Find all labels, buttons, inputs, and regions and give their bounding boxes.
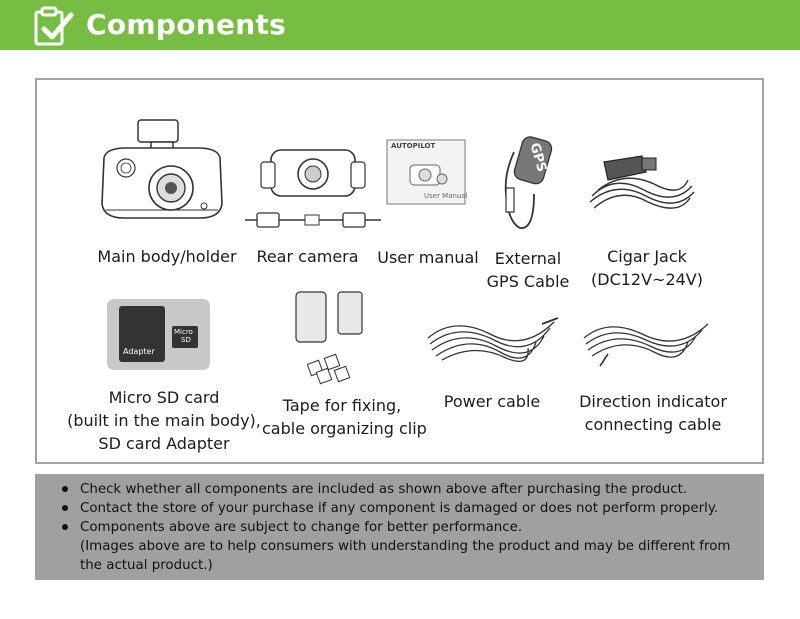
note-item: Components above are subject to change f… xyxy=(62,518,764,537)
user-manual-brand: AUTOPILOT xyxy=(391,142,436,150)
power-cable-label: Power cable xyxy=(443,392,541,411)
bullet-icon xyxy=(62,524,68,530)
note-item: Check whether all components are include… xyxy=(62,480,764,499)
main-body-holder-image xyxy=(101,119,223,219)
user-manual-cover-text: User Manual xyxy=(424,192,468,200)
notes-list: Check whether all components are include… xyxy=(35,474,764,537)
micro-sd-card-label: Micro SD card (built in the main body), … xyxy=(67,388,261,453)
tape-label: Tape for fixing, cable organizing clip xyxy=(262,396,427,438)
direction-indicator-cable-label: Direction indicator connecting cable xyxy=(579,392,727,434)
bullet-icon xyxy=(62,486,68,492)
micro-text: Micro xyxy=(174,328,193,336)
rear-camera-image xyxy=(245,149,381,228)
notes-panel: Check whether all components are include… xyxy=(35,474,764,580)
tape-image xyxy=(295,291,363,385)
note-continuation: the actual product.) xyxy=(80,558,213,573)
rear-camera-label: Rear camera xyxy=(256,247,359,266)
direction-indicator-cable-image xyxy=(583,323,709,367)
cigar-jack-image xyxy=(589,155,695,209)
note-item: Contact the store of your purchase if an… xyxy=(62,499,764,518)
clipboard-check-icon xyxy=(34,6,74,46)
user-manual-label: User manual xyxy=(377,248,479,267)
micro-sd-card-chip xyxy=(172,326,198,348)
sd-adapter-card xyxy=(119,306,165,362)
external-gps-cable-label: External GPS Cable xyxy=(486,249,570,291)
cigar-jack-label: Cigar Jack (DC12V~24V) xyxy=(591,247,703,289)
page-title: Components xyxy=(86,8,287,41)
bullet-icon xyxy=(62,505,68,511)
header-bar: Components xyxy=(0,0,800,50)
main-body-holder-label: Main body/holder xyxy=(97,247,237,266)
sd-text: SD xyxy=(181,336,191,344)
user-manual-image xyxy=(386,139,466,205)
note-continuation: (Images above are to help consumers with… xyxy=(80,539,731,554)
power-cable-image xyxy=(427,317,559,362)
external-gps-cable-image xyxy=(504,136,553,229)
adapter-text: Adapter xyxy=(123,347,155,356)
